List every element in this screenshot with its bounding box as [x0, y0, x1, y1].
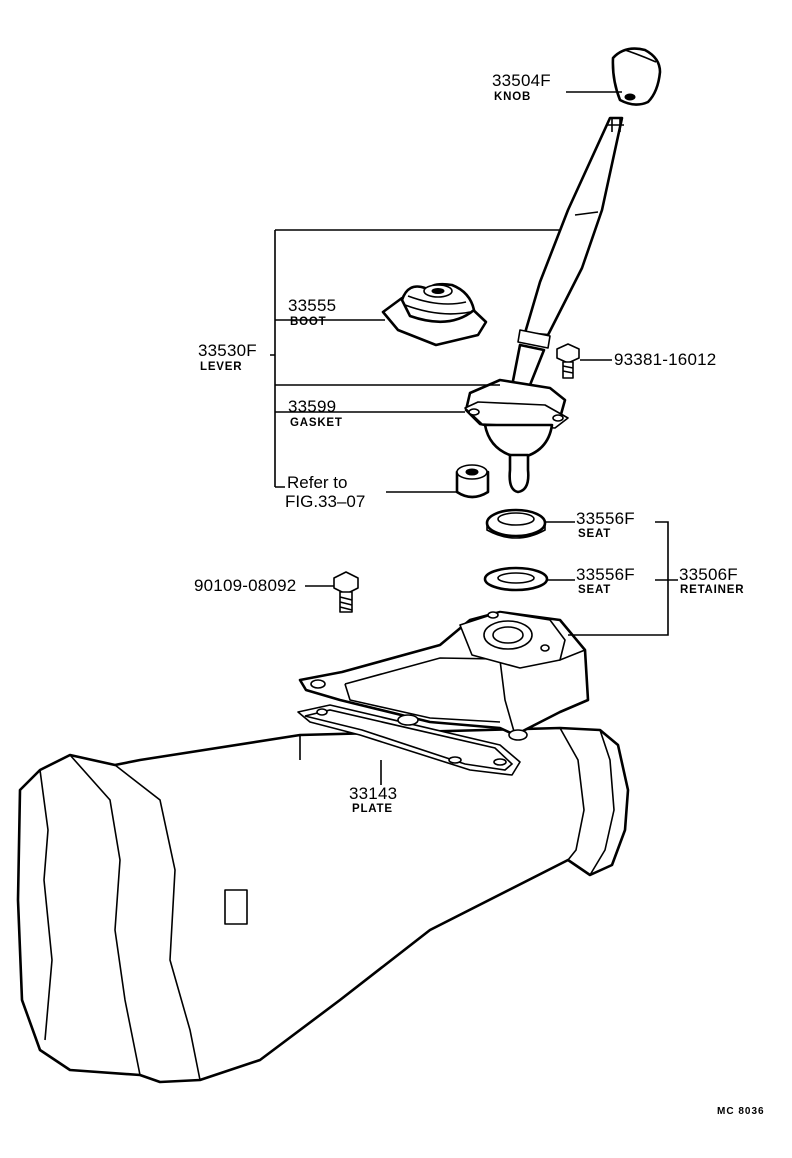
retainer-part-name: RETAINER [680, 584, 745, 596]
lever-part-number: 33530F [198, 341, 257, 360]
bolt-lever [556, 343, 580, 379]
seat-lower-part-number: 33556F [576, 565, 635, 584]
seat-lower-part-name: SEAT [578, 584, 612, 596]
boot-part-number: 33555 [288, 296, 337, 315]
seat-upper-part-number: 33556F [576, 509, 635, 528]
refer-to-line1: Refer to [287, 473, 348, 492]
lever-socket [464, 378, 569, 494]
lever-part-name: LEVER [200, 361, 243, 373]
plate [297, 704, 521, 776]
retainer-part-number: 33506F [679, 565, 738, 584]
bolt-lever-part-number: 93381-16012 [614, 350, 717, 369]
refer-to-line2: FIG.33–07 [285, 492, 366, 511]
retainer [298, 610, 590, 741]
seat-upper [485, 508, 547, 539]
bolt-retainer-part-number: 90109-08092 [194, 576, 297, 595]
boot [381, 282, 488, 347]
bushing [455, 464, 490, 499]
transmission-housing [16, 726, 630, 1084]
leader-lines [270, 91, 678, 785]
seat-upper-part-name: SEAT [578, 528, 612, 540]
gasket-part-number: 33599 [288, 397, 337, 416]
boot-part-name: BOOT [290, 316, 327, 328]
shift-lever [510, 116, 624, 392]
gasket-part-name: GASKET [290, 417, 343, 429]
plate-part-number: 33143 [349, 784, 398, 803]
seat-lower [483, 566, 549, 592]
knob-part-name: KNOB [494, 91, 532, 103]
knob-part-number: 33504F [492, 71, 551, 90]
bolt-retainer [333, 571, 359, 613]
figure-code: MC 8036 [717, 1106, 765, 1117]
plate-part-name: PLATE [352, 803, 393, 815]
knob [611, 47, 662, 106]
